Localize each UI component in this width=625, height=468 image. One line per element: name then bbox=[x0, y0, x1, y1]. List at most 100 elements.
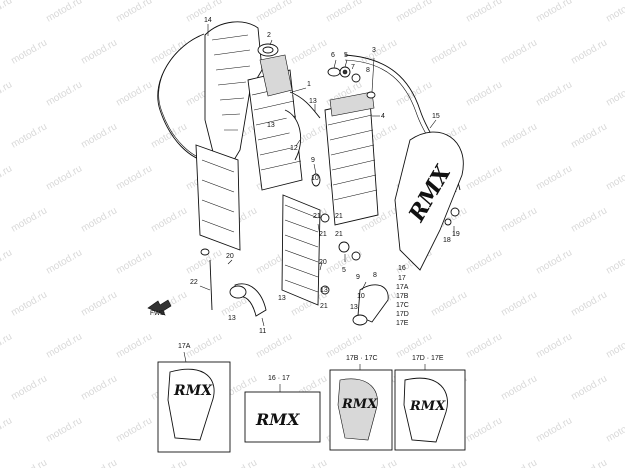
callout-8-b: 8 bbox=[373, 272, 377, 279]
decal-box-16-17: 16 · 17 RMX bbox=[244, 375, 321, 443]
callout-13-a: 13 bbox=[309, 98, 317, 105]
watermark-text: motod.ru bbox=[9, 205, 49, 234]
watermark-text: motod.ru bbox=[499, 373, 539, 402]
callout-4: 4 bbox=[381, 113, 385, 120]
watermark-text: motod.ru bbox=[324, 0, 364, 25]
watermark-text: motod.ru bbox=[429, 289, 469, 318]
watermark-text: motod.ru bbox=[79, 121, 119, 150]
watermark-text: motod.ru bbox=[569, 289, 609, 318]
callout-5: 5 bbox=[344, 52, 348, 59]
watermark-text: motod.ru bbox=[464, 163, 504, 192]
watermark-text: motod.ru bbox=[44, 79, 84, 108]
callout-17B: 17B bbox=[396, 293, 409, 300]
watermark-text: motod.ru bbox=[394, 0, 434, 25]
watermark-text: motod.ru bbox=[464, 331, 504, 360]
callout-21-c: 21 bbox=[319, 231, 327, 238]
callout-21-b: 21 bbox=[335, 213, 343, 220]
callout-16: 16 bbox=[398, 265, 406, 272]
watermark-text: motod.ru bbox=[534, 331, 574, 360]
watermark-text: motod.ru bbox=[569, 457, 609, 468]
callout-20-b: 20 bbox=[319, 259, 327, 266]
watermark-text: motod.ru bbox=[604, 79, 625, 108]
watermark-text: motod.ru bbox=[0, 0, 14, 25]
watermark-text: motod.ru bbox=[569, 121, 609, 150]
callout-14: 14 bbox=[204, 17, 212, 24]
watermark-text: motod.ru bbox=[604, 163, 625, 192]
watermark-text: motod.ru bbox=[9, 37, 49, 66]
callout-11: 11 bbox=[259, 328, 266, 335]
leader-lines bbox=[199, 24, 455, 327]
callout-19: 19 bbox=[452, 231, 460, 238]
watermark-text: motod.ru bbox=[79, 289, 119, 318]
watermark-text: motod.ru bbox=[219, 457, 259, 468]
watermark-text: motod.ru bbox=[79, 457, 119, 468]
watermark-text: motod.ru bbox=[464, 79, 504, 108]
decal-logo-17b-17c: RMX bbox=[341, 397, 378, 412]
watermark-text: motod.ru bbox=[114, 163, 154, 192]
watermark-text: motod.ru bbox=[79, 205, 119, 234]
watermark-text: motod.ru bbox=[604, 247, 625, 276]
hose-lower-left bbox=[229, 283, 267, 317]
watermark-text: motod.ru bbox=[429, 37, 469, 66]
watermark-text: motod.ru bbox=[79, 37, 119, 66]
fwd-label: FWD bbox=[150, 310, 165, 317]
watermark-text: motod.ru bbox=[534, 415, 574, 444]
callout-10-a: 10 bbox=[311, 175, 319, 182]
callout-21-d: 21 bbox=[335, 231, 343, 238]
decal-logo-16-17: RMX bbox=[255, 410, 300, 429]
decal-label-16-17: 16 · 17 bbox=[268, 375, 290, 382]
decal-logo-17d-17e: RMX bbox=[409, 399, 446, 414]
watermark-text: motod.ru bbox=[499, 205, 539, 234]
watermark-text: motod.ru bbox=[569, 37, 609, 66]
callout-17A: 17A bbox=[396, 284, 409, 291]
watermark-text: motod.ru bbox=[44, 247, 84, 276]
watermark-text: motod.ru bbox=[254, 331, 294, 360]
callout-13-b: 13 bbox=[267, 122, 275, 129]
watermark-text: motod.ru bbox=[289, 457, 329, 468]
watermark-text: motod.ru bbox=[44, 331, 84, 360]
watermark-text: motod.ru bbox=[604, 331, 625, 360]
watermark-text: motod.ru bbox=[0, 79, 14, 108]
callout-21-e: 21 bbox=[320, 303, 328, 310]
callout-13-d: 13 bbox=[320, 287, 328, 294]
watermark-text: motod.ru bbox=[254, 0, 294, 25]
callout-labels: 14 2 1 6 5 3 8 7 13 13 4 12 9 10 21 21 2… bbox=[190, 17, 460, 335]
callout-5-b: 5 bbox=[342, 267, 346, 274]
watermark-text: motod.ru bbox=[149, 457, 189, 468]
watermark-text: motod.ru bbox=[499, 121, 539, 150]
callout-2: 2 bbox=[267, 32, 271, 39]
watermark-text: motod.ru bbox=[464, 415, 504, 444]
radiator-grille-center bbox=[281, 194, 321, 306]
watermark-text: motod.ru bbox=[569, 205, 609, 234]
callout-12: 12 bbox=[290, 145, 298, 152]
forward-arrow-icon: FWD bbox=[147, 299, 172, 317]
watermark-text: motod.ru bbox=[114, 0, 154, 25]
callout-20-a: 20 bbox=[226, 253, 234, 260]
decal-label-17a: 17A bbox=[178, 343, 191, 350]
callout-13-e: 13 bbox=[228, 315, 236, 322]
watermark-text: motod.ru bbox=[44, 163, 84, 192]
watermark-text: motod.ru bbox=[114, 331, 154, 360]
watermark-text: motod.ru bbox=[499, 457, 539, 468]
watermark-text: motod.ru bbox=[9, 121, 49, 150]
watermark-text: motod.ru bbox=[44, 415, 84, 444]
callout-13-f: 13 bbox=[350, 304, 358, 311]
callout-17C: 17C bbox=[396, 302, 409, 309]
callout-17D: 17D bbox=[396, 311, 409, 318]
callout-17: 17 bbox=[398, 275, 406, 282]
watermark-text: motod.ru bbox=[534, 247, 574, 276]
callout-15: 15 bbox=[432, 113, 440, 120]
decal-label-17b-17c: 17B · 17C bbox=[346, 355, 378, 362]
callout-22: 22 bbox=[190, 279, 198, 286]
callout-7: 7 bbox=[351, 64, 355, 71]
radiator-left bbox=[247, 43, 321, 191]
watermark-text: motod.ru bbox=[359, 457, 399, 468]
watermark-text: motod.ru bbox=[114, 415, 154, 444]
watermark-text: motod.ru bbox=[9, 457, 49, 468]
callout-17E: 17E bbox=[396, 320, 409, 327]
decal-logo-17a: RMX bbox=[173, 383, 213, 399]
watermark-text: motod.ru bbox=[0, 247, 14, 276]
watermark-text: motod.ru bbox=[604, 0, 625, 25]
callout-13-c: 13 bbox=[278, 295, 286, 302]
